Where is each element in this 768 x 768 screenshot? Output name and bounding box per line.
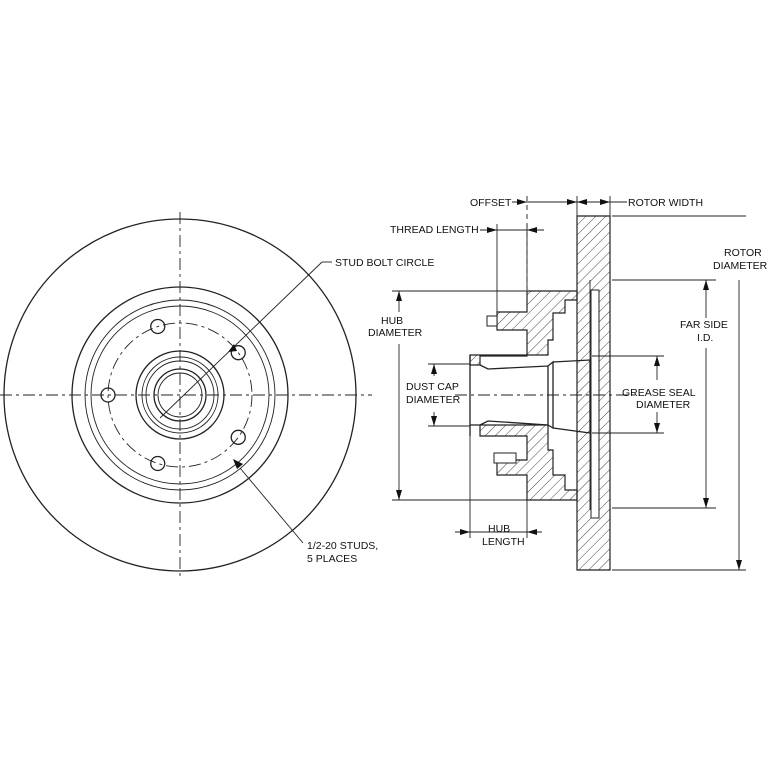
studs-arrow xyxy=(233,459,243,469)
stud-hole xyxy=(230,429,246,445)
rotor-diameter-label-line2: DIAMETER xyxy=(713,260,768,272)
hub-dia-arrow-top xyxy=(396,291,402,301)
hub-diameter-label-line1: HUB xyxy=(381,315,403,327)
hub-length-label-line2: LENGTH xyxy=(482,536,525,548)
studs-label-line2: 5 PLACES xyxy=(307,553,357,565)
stud-hole xyxy=(150,318,166,335)
stud-bolt-circle-arrow xyxy=(228,344,237,352)
dust-cap-label-line2: DIAMETER xyxy=(406,394,461,406)
stud-holes xyxy=(100,318,246,472)
hub-dia-arrow-bottom xyxy=(396,490,402,500)
rotor-diameter-label-line1: ROTOR xyxy=(724,247,762,259)
studs-label-line1: 1/2-20 STUDS, xyxy=(307,540,378,552)
rotor-dia-arrow-bottom xyxy=(736,560,742,570)
offset-label: OFFSET xyxy=(470,197,512,209)
hub-diameter-label-line2: DIAMETER xyxy=(368,327,423,339)
rotor-width-label: ROTOR WIDTH xyxy=(628,197,703,209)
hub-len-arrow-left xyxy=(460,529,470,535)
thread-arrow-right xyxy=(527,227,537,233)
far-side-arrow-bottom xyxy=(703,498,709,508)
grease-arrow-top xyxy=(654,356,660,366)
stud-bolt-circle-leader xyxy=(159,261,323,419)
rotor-vane-slot xyxy=(590,289,600,519)
dust-cap-label-line1: DUST CAP xyxy=(406,381,459,393)
stud-bolt-circle-label: STUD BOLT CIRCLE xyxy=(335,257,434,269)
hub-len-arrow-right xyxy=(527,529,537,535)
hub-body-upper xyxy=(469,290,578,366)
rotor-front-view: STUD BOLT CIRCLE 1/2-20 STUDS, 5 PLACES xyxy=(0,212,434,580)
far-side-label-line2: I.D. xyxy=(697,332,713,344)
width-arrow-right xyxy=(600,199,610,205)
far-side-label-line1: FAR SIDE xyxy=(680,319,728,331)
hub-length-label-line1: HUB xyxy=(488,523,510,535)
rotor-section-view: OFFSET ROTOR WIDTH THREAD LENGTH ROTOR D… xyxy=(368,196,768,571)
dust-cap-arrow-top xyxy=(431,364,437,374)
stud-hole xyxy=(230,345,246,361)
lower-stud-stub xyxy=(493,452,517,464)
thread-length-label: THREAD LENGTH xyxy=(390,224,479,236)
stud-hole xyxy=(150,455,166,472)
width-arrow-left xyxy=(577,199,587,205)
grease-seal-label-line2: DIAMETER xyxy=(636,399,691,411)
studs-leader xyxy=(239,467,304,544)
far-side-arrow-top xyxy=(703,280,709,290)
dust-cap-arrow-bottom xyxy=(431,416,437,426)
offset-arrow-left xyxy=(517,199,527,205)
thread-arrow-left xyxy=(487,227,497,233)
upper-stud-stub xyxy=(486,315,498,327)
grease-arrow-bottom xyxy=(654,423,660,433)
grease-seal-label-line1: GREASE SEAL xyxy=(622,387,696,399)
hub-body-lower xyxy=(470,424,578,501)
offset-arrow-right xyxy=(567,199,577,205)
bearing-bore xyxy=(469,355,591,436)
